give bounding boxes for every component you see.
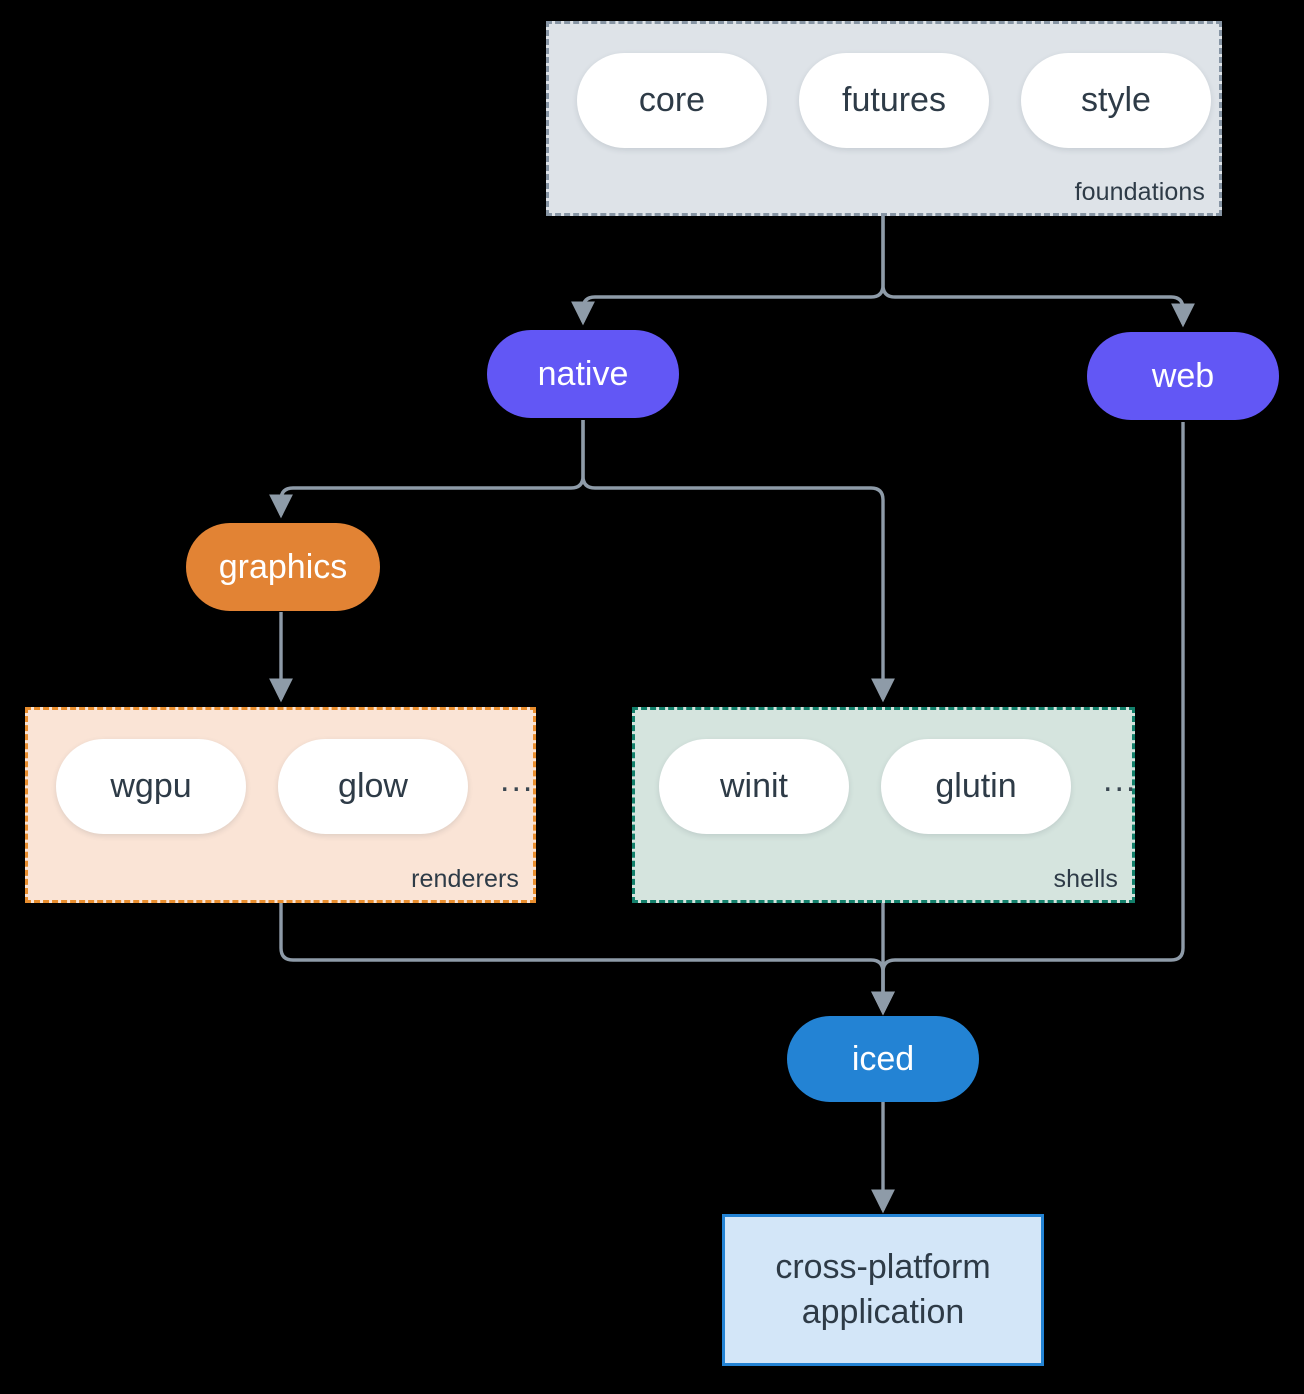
cluster-label-shells: shells	[1053, 865, 1118, 893]
application-text: cross-platform application	[775, 1245, 990, 1335]
node-graphics[interactable]: graphics	[186, 523, 380, 611]
chip-glutin[interactable]: glutin	[881, 739, 1071, 834]
node-cross-platform-application[interactable]: cross-platform application	[722, 1214, 1044, 1366]
cluster-label-renderers: renderers	[411, 865, 519, 893]
shells-ellipsis: ...	[1103, 760, 1138, 799]
node-iced[interactable]: iced	[787, 1016, 979, 1102]
edge-foundations-web	[881, 216, 1195, 328]
edge-native-shells	[581, 420, 895, 703]
chip-winit[interactable]: winit	[659, 739, 849, 834]
cluster-shells-items: winit glutin ...	[659, 739, 1137, 834]
cluster-foundations: core futures style foundations	[546, 21, 1222, 216]
cluster-label-foundations: foundations	[1074, 178, 1205, 206]
edge-foundations-native	[571, 216, 885, 326]
cluster-renderers-items: wgpu glow ...	[56, 739, 534, 834]
cluster-renderers: wgpu glow ... renderers	[25, 707, 536, 903]
chip-core[interactable]: core	[577, 53, 767, 148]
cluster-foundations-items: core futures style	[577, 53, 1211, 148]
application-line-2: application	[801, 1293, 965, 1331]
node-web[interactable]: web	[1087, 332, 1279, 420]
edge-native-graphics	[269, 420, 585, 519]
application-line-1: cross-platform	[775, 1248, 991, 1287]
edge-renderers-iced	[279, 903, 895, 1016]
node-native[interactable]: native	[487, 330, 679, 418]
renderers-ellipsis: ...	[500, 760, 535, 799]
chip-style[interactable]: style	[1021, 53, 1211, 148]
cluster-shells: winit glutin ... shells	[632, 707, 1135, 903]
chip-wgpu[interactable]: wgpu	[56, 739, 246, 834]
chip-glow[interactable]: glow	[278, 739, 468, 834]
chip-futures[interactable]: futures	[799, 53, 989, 148]
